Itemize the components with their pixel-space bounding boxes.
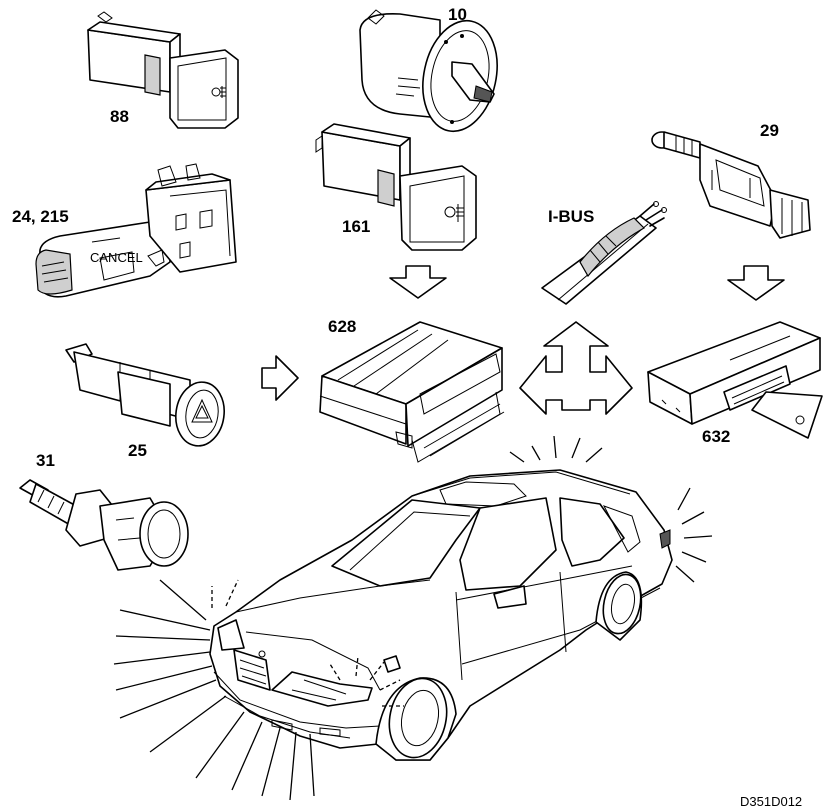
label-ibus: I-BUS [548,207,594,226]
label-161: 161 [342,217,370,236]
reference-code: D351D012 [740,794,802,809]
cruise-control-stalk-switch: CANCEL [35,163,237,298]
brake-light-switch [651,131,811,239]
svg-text:CANCEL: CANCEL [90,250,143,265]
hazard-warning-switch [65,343,225,447]
rear-fog-light-switch [87,11,239,129]
central-electronic-module [319,321,505,463]
label-29: 29 [760,121,779,140]
light-flash-rays [113,435,713,801]
label-632: 632 [702,427,730,446]
arrow-bus-three-way [519,321,633,415]
label-628: 628 [328,317,356,336]
control-module-632 [647,321,823,439]
label-10: 10 [448,5,467,24]
label-31: 31 [36,451,55,470]
headlight-switch [359,9,498,133]
temperature-sensor [19,479,189,571]
arrow-down-from-29 [727,265,785,301]
arrow-down-from-161 [389,265,447,299]
arrow-right-into-628 [261,355,299,401]
label-24-215: 24, 215 [12,207,69,226]
label-25: 25 [128,441,147,460]
label-88: 88 [110,107,129,126]
front-fog-light-switch [315,123,477,251]
car-illustration [209,469,673,761]
ibus-cable [541,201,667,305]
